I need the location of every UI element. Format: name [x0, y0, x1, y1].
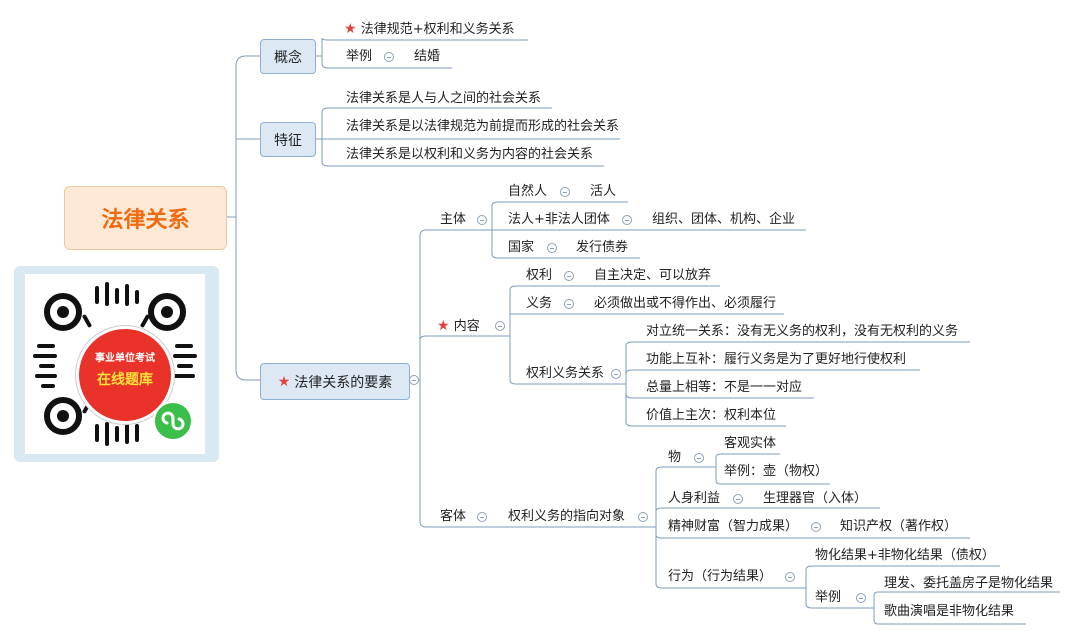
content-right-value[interactable]: 自主决定、可以放弃 [594, 268, 712, 283]
object-personal[interactable]: 人身利益 [668, 491, 721, 506]
collapse-icon[interactable] [622, 215, 632, 225]
feature-item-3[interactable]: 法律关系是以权利和义务为内容的社会关系 [346, 147, 594, 162]
feature-item-2[interactable]: 法律关系是以法律规范为前提而形成的社会关系 [346, 119, 620, 134]
content-duty-value[interactable]: 必须做出或不得作出、必须履行 [594, 296, 777, 311]
qr-pattern-icon [33, 282, 197, 446]
star-icon: ★ [437, 318, 450, 334]
collapse-icon[interactable] [811, 522, 821, 532]
act-example-item-2[interactable]: 歌曲演唱是非物化结果 [884, 604, 1015, 619]
subject-state[interactable]: 国家 [508, 240, 535, 255]
node-content-label: 内容 [453, 319, 480, 334]
personal-value[interactable]: 生理器官（入体） [763, 491, 868, 506]
collapse-icon[interactable] [564, 271, 574, 281]
content-duty[interactable]: 义务 [526, 296, 553, 311]
concept-example-value[interactable]: 结婚 [414, 49, 441, 64]
act-value[interactable]: 物化结果+非物化结果（债权） [815, 548, 995, 563]
feature-item-1[interactable]: 法律关系是人与人之间的社会关系 [346, 91, 542, 106]
collapse-icon[interactable] [384, 52, 394, 62]
collapse-icon[interactable] [733, 494, 743, 504]
object-spiritual[interactable]: 精神财富（智力成果） [668, 519, 799, 534]
link-icon [161, 411, 185, 431]
object-desc[interactable]: 权利义务的指向对象 [508, 509, 626, 524]
subject-legal[interactable]: 法人+非法人团体 [508, 212, 610, 227]
node-content[interactable]: ★ 内容 [437, 317, 480, 336]
subject-state-value[interactable]: 发行债券 [576, 240, 629, 255]
spiritual-value[interactable]: 知识产权（著作权） [840, 519, 958, 534]
content-right[interactable]: 权利 [526, 268, 553, 283]
concept-definition-text: 法律规范+权利和义务关系 [360, 22, 515, 37]
act-example-item-1[interactable]: 理发、委托盖房子是物化结果 [884, 576, 1054, 591]
act-example-label[interactable]: 举例 [815, 590, 842, 605]
collapse-icon[interactable] [694, 453, 704, 463]
subject-legal-value[interactable]: 组织、团体、机构、企业 [652, 212, 796, 227]
thing-item-1[interactable]: 客观实体 [724, 436, 777, 451]
relation-item-4[interactable]: 价值上主次：权利本位 [646, 408, 777, 423]
subject-natural[interactable]: 自然人 [508, 184, 548, 199]
collapse-icon[interactable] [638, 512, 648, 522]
qr-line-2: 在线题库 [97, 372, 153, 388]
collapse-icon[interactable] [564, 299, 574, 309]
relation-item-1[interactable]: 对立统一关系：没有无义务的权利，没有无权利的义务 [646, 324, 959, 339]
collapse-icon[interactable] [409, 375, 419, 385]
relation-item-3[interactable]: 总量上相等：不是一一对应 [646, 380, 803, 395]
concept-definition[interactable]: ★ 法律规范+权利和义务关系 [344, 20, 515, 39]
object-act[interactable]: 行为（行为结果） [668, 569, 773, 584]
root-node[interactable]: 法律关系 [64, 186, 227, 250]
collapse-icon[interactable] [785, 572, 795, 582]
collapse-icon[interactable] [495, 321, 505, 331]
node-concept[interactable]: 概念 [260, 39, 316, 74]
content-relation[interactable]: 权利义务关系 [526, 366, 605, 381]
star-icon: ★ [344, 21, 357, 37]
node-features[interactable]: 特征 [260, 122, 316, 157]
collapse-icon[interactable] [477, 215, 487, 225]
subject-natural-value[interactable]: 活人 [590, 184, 617, 199]
miniprogram-icon [153, 401, 193, 441]
collapse-icon[interactable] [856, 593, 866, 603]
relation-item-2[interactable]: 功能上互补：履行义务是为了更好地行使权利 [646, 352, 907, 367]
star-icon: ★ [277, 373, 291, 390]
collapse-icon[interactable] [611, 369, 621, 379]
collapse-icon[interactable] [547, 243, 557, 253]
node-elements[interactable]: ★ 法律关系的要素 [260, 363, 410, 400]
node-object[interactable]: 客体 [440, 509, 467, 524]
node-subject[interactable]: 主体 [440, 212, 467, 227]
collapse-icon[interactable] [477, 512, 487, 522]
node-elements-label: 法律关系的要素 [294, 374, 393, 391]
qr-line-1: 事业单位考试 [95, 353, 155, 364]
concept-example-label[interactable]: 举例 [346, 49, 373, 64]
object-thing[interactable]: 物 [668, 450, 682, 465]
collapse-icon[interactable] [560, 187, 570, 197]
thing-item-2[interactable]: 举例：壶（物权） [724, 464, 829, 479]
